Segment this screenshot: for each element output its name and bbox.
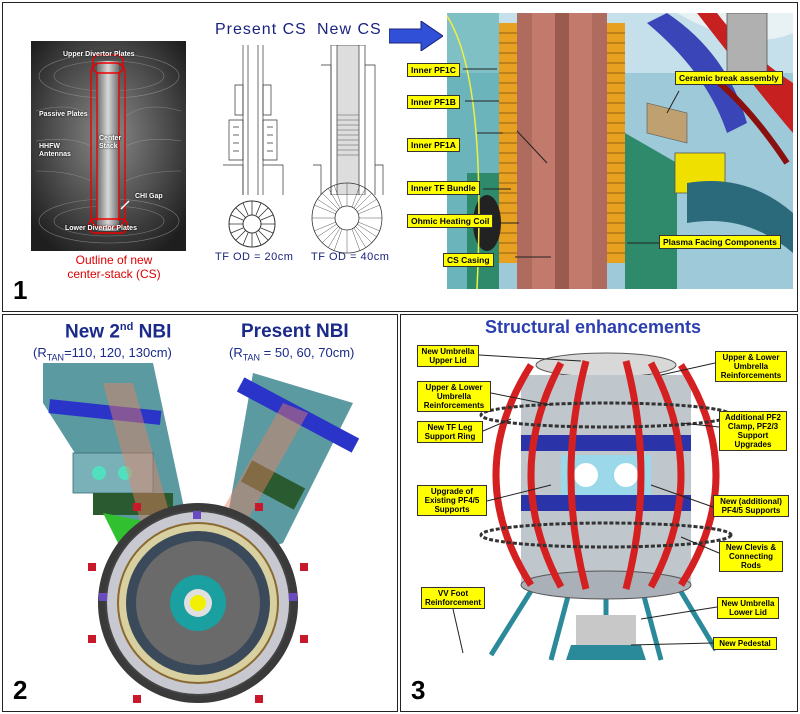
tf-od-present: TF OD = 20cm	[215, 251, 294, 263]
lower-divertor-label: Lower Divertor Plates	[65, 225, 137, 232]
new-nbi-rtan: (RTAN=110, 120, 130cm)	[33, 345, 172, 363]
panel-number-2: 2	[13, 675, 28, 705]
label-upper-lid: New Umbrella Upper Lid	[417, 345, 479, 367]
passive-plates-label: Passive Plates	[39, 111, 88, 118]
label-tf-leg-ring: New TF Leg Support Ring	[417, 421, 483, 443]
cs-cad-detail	[447, 13, 793, 289]
arrow-to-detail-icon	[389, 21, 443, 51]
label-ul-reinforcements-right: Upper & Lower Umbrella Reinforcements	[715, 351, 787, 382]
new-nbi-rtan-sub: TAN	[46, 352, 65, 363]
nstx-structure-cad	[479, 352, 733, 661]
outline-caption-line1: Outline of new	[75, 253, 153, 267]
present-nbi-rtan-post: = 50, 60, 70cm)	[260, 345, 355, 360]
panel-1: Upper Divertor Plates Passive Plates HHF…	[2, 2, 798, 312]
new-cs-title: New CS	[317, 21, 382, 38]
callout-inner-pf1a: Inner PF1A	[407, 138, 460, 152]
outline-caption-line2: center-stack (CS)	[67, 267, 161, 281]
callout-ohmic-heating-coil: Ohmic Heating Coil	[407, 214, 494, 228]
tf-od-new: TF OD = 40cm	[311, 251, 390, 263]
panel-3: Structural enhancements	[400, 314, 798, 712]
present-cs-title: Present CS	[215, 21, 307, 38]
label-vv-foot: VV Foot Reinforcement	[421, 587, 485, 609]
panel-2: New 2nd NBI (RTAN=110, 120, 130cm) Prese…	[2, 314, 398, 712]
new-nbi-title-pre: New 2	[65, 321, 120, 343]
new-nbi-title-post: NBI	[133, 321, 172, 343]
center-stack-label: Center Stack	[99, 135, 122, 150]
callout-ceramic-break: Ceramic break assembly	[675, 71, 783, 85]
new-nbi-title: New 2nd NBI	[65, 321, 171, 343]
new-nbi-rtan-post: =110, 120, 130cm)	[64, 345, 172, 360]
callout-inner-pf1c: Inner PF1C	[407, 63, 460, 77]
callout-inner-pf1b: Inner PF1B	[407, 95, 460, 109]
structural-enhancements-title: Structural enhancements	[485, 317, 702, 337]
present-tf-cross-section	[228, 200, 276, 248]
outline-caption: Outline of new center-stack (CS)	[39, 253, 189, 281]
new-nbi-title-sup: nd	[119, 321, 134, 333]
label-pf45-new: New (additional) PF4/5 Supports	[713, 495, 789, 517]
nbi-top-view-cad	[43, 363, 360, 703]
callout-cs-casing: CS Casing	[443, 253, 494, 267]
callout-inner-tf-bundle: Inner TF Bundle	[407, 181, 480, 195]
vessel-interior-photo	[31, 41, 186, 251]
panel3-leader-lines	[452, 354, 720, 654]
upper-divertor-label: Upper Divertor Plates	[63, 51, 135, 58]
panel-number-1: 1	[13, 275, 28, 305]
label-pedestal: New Pedestal	[713, 637, 777, 650]
present-nbi-rtan-pre: (R	[229, 345, 243, 360]
new-nbi-rtan-pre: (R	[33, 345, 47, 360]
present-nbi-title: Present NBI	[241, 321, 349, 342]
label-pf2-clamp: Additional PF2 Clamp, PF2/3 Support Upgr…	[719, 411, 787, 451]
new-cs-drawing	[313, 45, 384, 195]
hhfw-label: HHFW Antennas	[39, 143, 71, 158]
panel-number-3: 3	[411, 675, 426, 705]
new-tf-cross-section	[311, 182, 383, 254]
label-ul-reinforcements-left: Upper & Lower Umbrella Reinforcements	[417, 381, 491, 412]
callout-plasma-facing-components: Plasma Facing Components	[659, 235, 781, 249]
present-nbi-rtan: (RTAN = 50, 60, 70cm)	[229, 345, 354, 363]
label-lower-lid: New Umbrella Lower Lid	[717, 597, 779, 619]
present-cs-drawing	[223, 45, 284, 195]
present-nbi-rtan-sub: TAN	[242, 352, 261, 363]
chi-gap-label: CHI Gap	[135, 193, 163, 200]
label-clevis-rods: New Clevis & Connecting Rods	[719, 541, 783, 572]
label-pf45-existing: Upgrade of Existing PF4/5 Supports	[417, 485, 487, 516]
